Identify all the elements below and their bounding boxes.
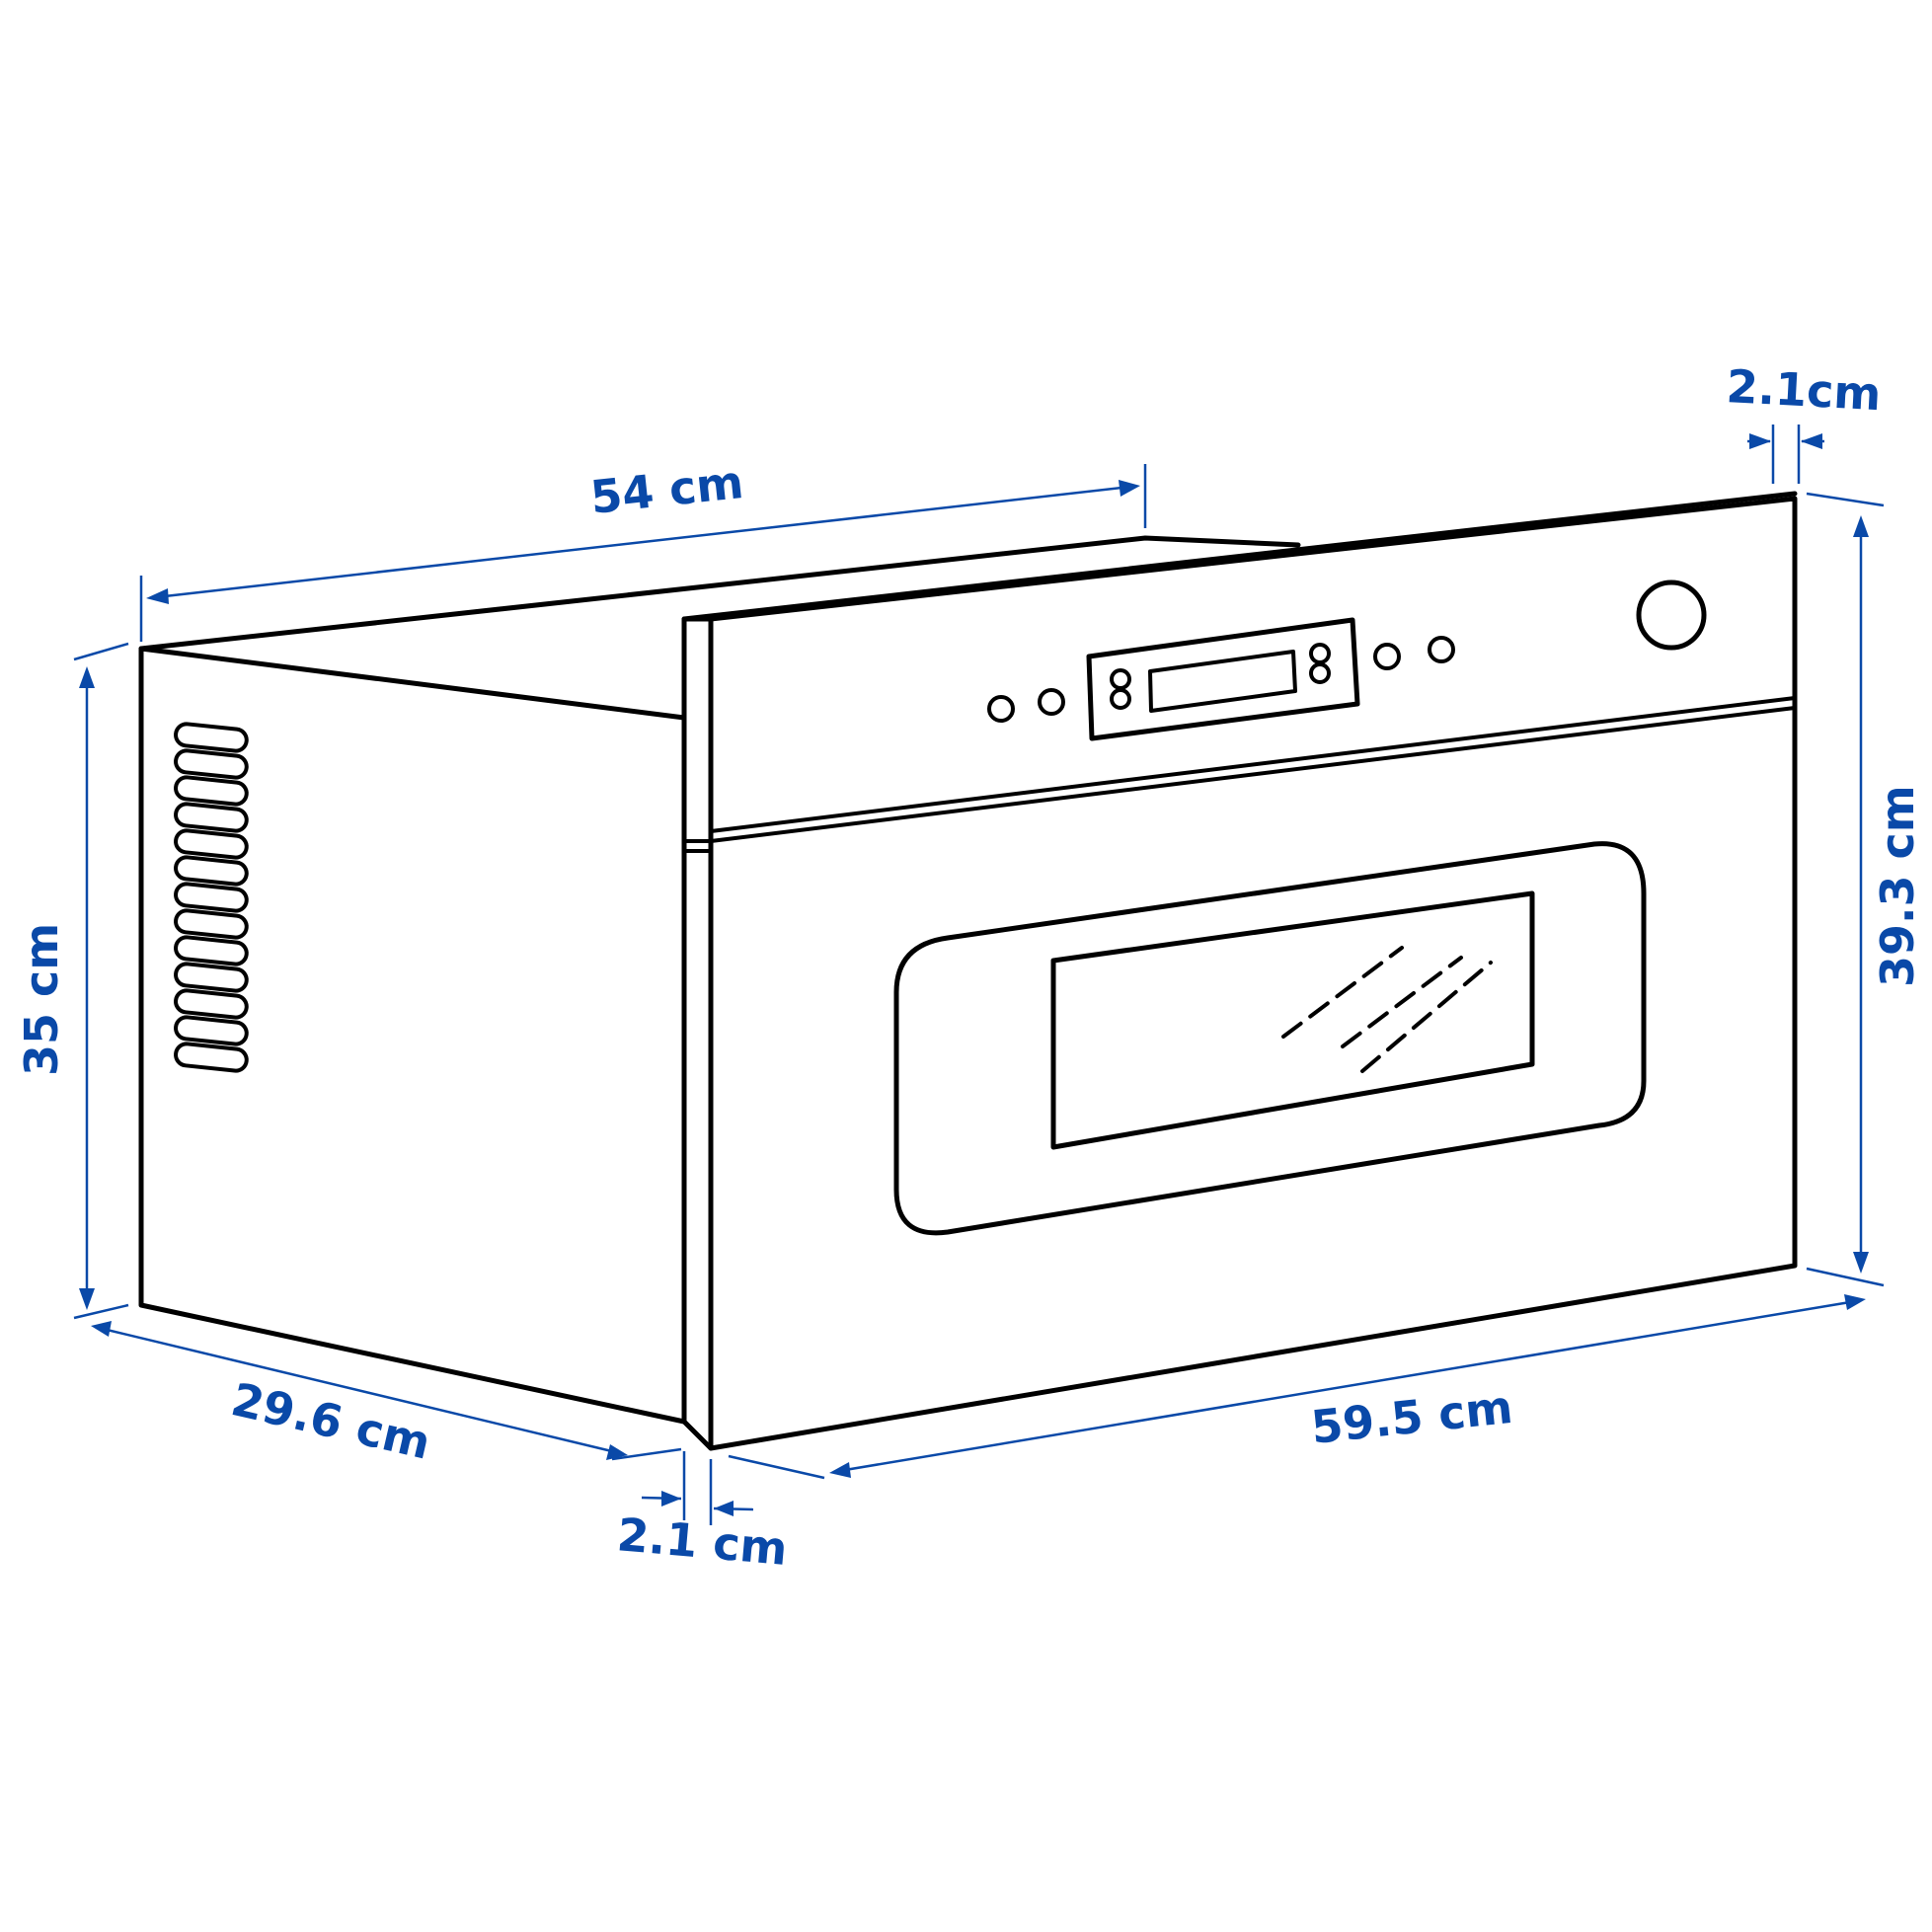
label-side-depth: 29.6 cm <box>227 1372 436 1470</box>
door-window-glass <box>1050 890 1535 1150</box>
vent-slot <box>174 882 249 913</box>
display-frame <box>1086 617 1360 741</box>
vent-slot <box>174 855 249 887</box>
arrow-59-5-left <box>829 1462 851 1478</box>
oven-top-edge <box>138 535 1301 652</box>
oven-front-panel <box>708 496 1798 1451</box>
glass-reflection <box>1281 946 1493 1073</box>
label-front-width: 59.5 cm <box>1309 1380 1515 1454</box>
dim-line-29-6 <box>98 1326 621 1455</box>
oven-front-top-edge <box>681 491 1798 622</box>
arrow-29-6-left <box>91 1321 112 1337</box>
control-button-1 <box>987 695 1015 723</box>
vent-slot <box>174 1015 249 1046</box>
vent-slot <box>174 962 249 993</box>
side-vents <box>174 722 249 1073</box>
ext-39-3-top <box>1806 492 1885 507</box>
arrow-35-bottom <box>79 1288 95 1310</box>
arrow-35-top <box>79 666 95 688</box>
display-digits-right <box>1309 643 1331 684</box>
label-front-panel-top: 2.1cm <box>1725 359 1882 421</box>
display-screen <box>1148 650 1297 713</box>
arrow-39-3-top <box>1853 515 1869 537</box>
control-button-3 <box>1373 643 1401 670</box>
control-panel-divider-2 <box>710 706 1796 843</box>
dimension-lines <box>73 425 1885 1525</box>
arrow-2-1-top-left <box>1749 433 1771 449</box>
control-button-4 <box>1428 636 1455 663</box>
ext-59-5-left <box>728 1454 825 1480</box>
arrow-29-6-right <box>606 1444 628 1460</box>
vent-slot <box>174 828 249 860</box>
control-button-2 <box>1038 688 1065 716</box>
oven-front-frame <box>681 616 714 1451</box>
oven-body <box>138 491 1798 1451</box>
vent-slot <box>174 722 249 753</box>
dim-line-2-1-bottom-b <box>713 1507 754 1511</box>
label-side-height: 35 cm <box>15 923 68 1076</box>
ext-35-bottom <box>73 1303 129 1320</box>
dim-line-54 <box>155 485 1131 599</box>
oven-side-panel <box>138 646 687 1425</box>
vent-slot <box>174 935 249 966</box>
label-front-panel-bottom: 2.1 cm <box>615 1507 790 1576</box>
ext-29-6-right <box>611 1447 682 1461</box>
arrow-54-right <box>1119 480 1140 497</box>
vent-slot <box>174 1042 249 1073</box>
dim-line-2-1-bottom-a <box>641 1496 682 1501</box>
vent-slot <box>174 802 249 833</box>
control-panel-divider <box>710 696 1796 833</box>
control-knob <box>1636 580 1707 651</box>
ext-59-5-right <box>1806 1267 1885 1287</box>
vent-slot <box>174 748 249 780</box>
arrow-59-5-right <box>1844 1294 1866 1310</box>
dim-line-59-5 <box>838 1299 1857 1473</box>
arrow-54-left <box>146 588 169 604</box>
vent-slot <box>174 988 249 1020</box>
label-top-depth: 54 cm <box>588 455 746 524</box>
ext-35-top <box>73 642 129 661</box>
arrow-2-1-top-right <box>1801 433 1822 449</box>
door-window-outer <box>893 841 1647 1236</box>
arrow-39-3-bottom <box>1853 1252 1869 1274</box>
vent-slot <box>174 775 249 807</box>
label-front-height: 39.3 cm <box>1871 785 1924 987</box>
vent-slot <box>174 908 249 940</box>
display-digits-left <box>1110 668 1131 710</box>
dimension-labels: 54 cm 35 cm 29.6 cm 2.1 cm 59.5 cm 39.3 … <box>15 359 1924 1576</box>
